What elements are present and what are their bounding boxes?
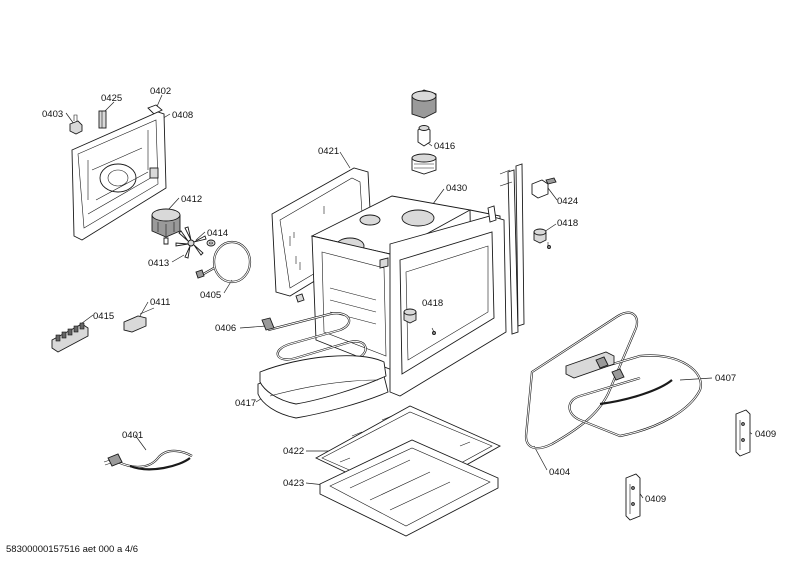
document-footer: 58300000157516 aet 000 a 4/6: [6, 544, 138, 555]
clip-0403: [69, 114, 83, 135]
cable-clamp-0411: [123, 307, 155, 333]
terminal-block-0415: [51, 322, 89, 353]
clip-0425: [98, 110, 107, 129]
bottom-frame-0423: [319, 439, 499, 537]
label-0408: 0408: [172, 110, 193, 121]
top-grill-element-0407: [565, 351, 702, 438]
label-0413: 0413: [148, 258, 169, 269]
fan-wheel-0413: [175, 226, 207, 259]
label-0409-right: 0409: [755, 429, 776, 440]
oven-lamp-0416: [411, 89, 437, 175]
fan-motor-0412: [151, 208, 181, 245]
label-0415: 0415: [93, 311, 114, 322]
bushing-0418-lower: [403, 308, 436, 335]
part-labels: 0403 0425 0402 0408 0412 0414 0413 0405 …: [42, 86, 776, 505]
label-0430: 0430: [446, 183, 467, 194]
label-0416: 0416: [434, 141, 455, 152]
oven-cavity-0430: [295, 163, 525, 397]
label-0412: 0412: [181, 194, 202, 205]
mains-cable-0401: [103, 449, 193, 471]
grill-element-0404: [524, 311, 639, 450]
bracket-0409-lower: [625, 473, 641, 521]
label-0403: 0403: [42, 109, 63, 120]
label-0418-lower: 0418: [422, 298, 443, 309]
label-0409-lower: 0409: [645, 494, 666, 505]
label-0422: 0422: [283, 446, 304, 457]
label-0401: 0401: [122, 430, 143, 441]
label-0421: 0421: [318, 146, 339, 157]
label-0414: 0414: [207, 228, 228, 239]
label-0424: 0424: [557, 196, 578, 207]
back-panel-0408: [71, 111, 167, 241]
nut-0414: [206, 239, 216, 247]
ring-heater-0405: [195, 240, 252, 284]
switch-0424: [531, 177, 557, 199]
label-0406: 0406: [215, 323, 236, 334]
bushing-0418-upper: [533, 228, 551, 249]
bracket-0409-right: [735, 409, 751, 457]
label-0418-upper: 0418: [557, 218, 578, 229]
label-0417: 0417: [235, 398, 256, 409]
label-0423: 0423: [283, 478, 304, 489]
label-0425: 0425: [101, 93, 122, 104]
label-0405: 0405: [200, 290, 221, 301]
label-0404: 0404: [549, 467, 570, 478]
label-0402: 0402: [150, 86, 171, 97]
label-0407: 0407: [715, 373, 736, 384]
label-0411: 0411: [150, 297, 170, 308]
insulation-0417: [257, 355, 389, 419]
